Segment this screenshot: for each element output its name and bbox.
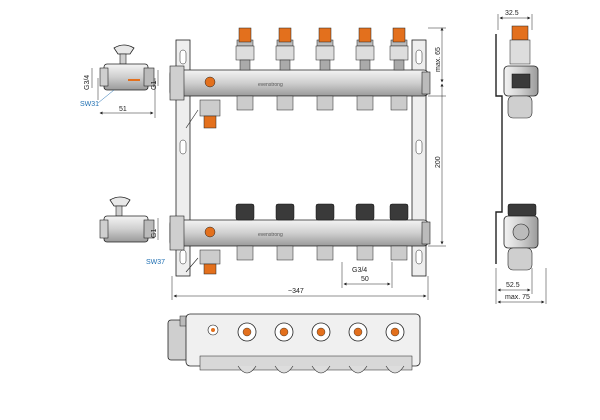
side-view: 32.5 <box>495 10 539 271</box>
side-max-75-label: max. 75 <box>505 294 530 301</box>
return-bar: evenstrong <box>169 215 431 251</box>
return-outlets <box>236 245 408 261</box>
flow-meter-2 <box>275 27 295 71</box>
vent-valve-top <box>185 99 221 129</box>
side-depth-label: 52.5 <box>506 282 520 289</box>
return-valve-caps <box>235 203 409 221</box>
wrench-size-top-label: SW31 <box>80 101 99 108</box>
vent-valve-bottom <box>185 249 221 275</box>
ball-valve-bottom <box>99 196 155 243</box>
brand-label-bottom: evenstrong <box>258 232 283 238</box>
mounting-bracket-right <box>411 39 427 277</box>
flow-meter-4 <box>355 27 375 71</box>
valve-thread-g1-top-label: G1 <box>151 81 158 90</box>
top-view-fittings <box>237 365 405 374</box>
flow-meter-3 <box>315 27 335 71</box>
thread-g34-bottom-label: G3/4 <box>352 267 367 274</box>
valve-width-label: 51 <box>119 106 127 113</box>
valve-thread-g1-bottom-label: G1 <box>151 229 158 238</box>
top-width-label: 32.5 <box>505 10 519 17</box>
top-view <box>167 313 421 374</box>
valve-thread-g34-label: G3/4 <box>84 75 91 90</box>
brand-label-top: evenstrong <box>258 82 283 88</box>
length-347-label: ~347 <box>288 288 304 295</box>
wrench-size-bottom-label: SW37 <box>146 259 165 266</box>
max-65-label: max. 65 <box>435 47 442 72</box>
flow-meter-5 <box>389 27 409 71</box>
supply-outlets <box>236 95 408 111</box>
flow-meters <box>235 27 409 71</box>
spacing-50-label: 50 <box>361 276 369 283</box>
supply-bar: evenstrong <box>169 65 431 101</box>
ball-valve-top <box>99 44 155 91</box>
height-200-label: 200 <box>435 156 442 168</box>
flow-meter-1 <box>235 27 255 71</box>
top-view-knobs <box>237 322 405 342</box>
